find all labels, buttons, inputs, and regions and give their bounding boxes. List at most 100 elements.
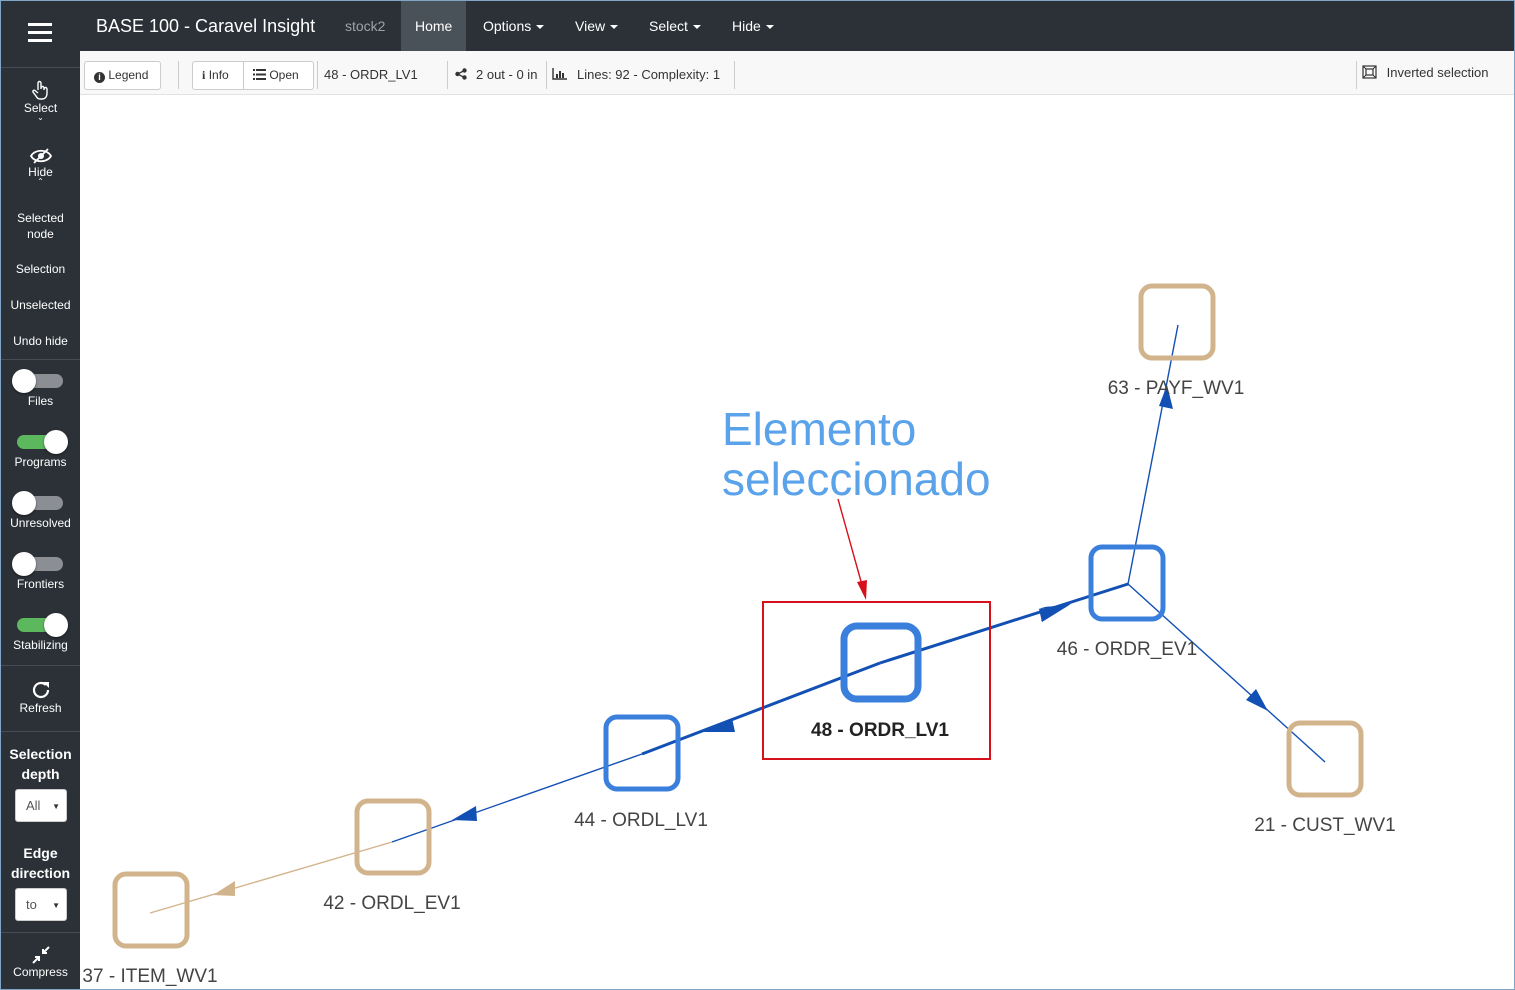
- chevron-down-icon: ⌄: [37, 113, 44, 122]
- stabilizing-toggle-label: Stabilizing: [13, 638, 68, 652]
- nav-options[interactable]: Options: [483, 1, 545, 51]
- annotation-arrow-line: [837, 498, 863, 586]
- caret-down-icon: [692, 25, 701, 30]
- toolbar: i Legend i Info Open 48 - ORDR_LV1 2 out…: [80, 51, 1514, 95]
- graph-canvas[interactable]: 48 - ORDR_LV1 44 - ORDL_LV1 46 - ORDR_EV…: [80, 95, 1514, 989]
- info-label: Info: [208, 68, 229, 82]
- edge-42-37: [149, 841, 393, 914]
- file-node-icon: [354, 798, 432, 876]
- edge-arrow-icon: [213, 881, 235, 896]
- edge-direction-label: Edge direction: [10, 845, 71, 881]
- program-node-icon: [603, 714, 681, 792]
- nav-home[interactable]: Home: [401, 1, 467, 51]
- node-63-payf-wv1[interactable]: 63 - PAYF_WV1: [1108, 283, 1245, 399]
- hand-pointer-icon: [31, 80, 48, 100]
- inverted-selection-icon: [1362, 65, 1377, 82]
- file-node-icon: [1286, 720, 1364, 798]
- sidebar-select-label: Select: [23, 101, 58, 115]
- hide-selection-label: Selection: [15, 262, 66, 276]
- hide-selected-node-label: Selected node: [17, 211, 64, 241]
- edge-46-21: [1127, 583, 1326, 763]
- program-node-icon: [840, 622, 922, 703]
- hamburger-menu-button[interactable]: [28, 23, 52, 43]
- sidebar: Select ⌄ Hide ⌃ Selected node Selection …: [1, 1, 80, 989]
- nav-view-label: View: [575, 18, 606, 34]
- nav-select[interactable]: Select: [649, 1, 701, 51]
- hide-unselected-button[interactable]: Unselected: [1, 298, 80, 312]
- inverted-selection-button[interactable]: Inverted selection: [1362, 65, 1489, 82]
- programs-toggle[interactable]: [17, 430, 68, 454]
- unresolved-toggle-label: Unresolved: [10, 516, 71, 530]
- toggle-knob: [12, 491, 36, 515]
- nav-select-label: Select: [649, 18, 688, 34]
- undo-hide-button[interactable]: Undo hide: [1, 334, 80, 348]
- edge-arrow-icon: [1159, 385, 1173, 409]
- nav-hide[interactable]: Hide: [732, 1, 774, 51]
- node-label: 44 - ORDL_LV1: [574, 810, 708, 831]
- selection-depth-label: Selection depth: [9, 746, 72, 782]
- info-icon: i: [202, 68, 206, 82]
- legend-label: Legend: [108, 68, 149, 82]
- node-48-ordr-lv1[interactable]: 48 - ORDR_LV1: [811, 622, 949, 741]
- app-title: BASE 100 - Caravel Insight: [96, 16, 316, 36]
- sidebar-select-button[interactable]: Select ⌄: [1, 79, 80, 122]
- edge-count: 2 out - 0 in: [476, 67, 538, 82]
- refresh-button[interactable]: Refresh: [1, 679, 80, 715]
- highlight-box: [762, 601, 991, 760]
- edge-arrow-icon: [700, 718, 735, 732]
- file-node-icon: [112, 871, 190, 949]
- toggle-knob: [44, 430, 68, 454]
- edge-arrow-icon: [452, 806, 477, 821]
- info-circle-icon: i: [94, 72, 105, 83]
- program-node-icon: [1088, 544, 1166, 622]
- top-navbar: BASE 100 - Caravel Insight stock2 Home O…: [80, 1, 1514, 51]
- select-caret-icon: ▼: [52, 901, 60, 910]
- node-label: 48 - ORDR_LV1: [811, 720, 949, 741]
- edge-arrow-icon: [1246, 689, 1268, 711]
- toggle-knob: [12, 369, 36, 393]
- compress-button[interactable]: Compress: [1, 945, 80, 979]
- frontiers-toggle[interactable]: [12, 552, 63, 576]
- frontiers-toggle-label: Frontiers: [16, 577, 65, 591]
- node-21-cust-wv1[interactable]: 21 - CUST_WV1: [1254, 720, 1396, 836]
- programs-toggle-label: Programs: [14, 455, 67, 469]
- edge-direction-select[interactable]: to ▼: [15, 888, 67, 921]
- toggle-knob: [12, 552, 36, 576]
- stabilizing-toggle[interactable]: [17, 613, 68, 637]
- inverted-selection-label: Inverted selection: [1386, 65, 1489, 80]
- project-link[interactable]: stock2: [345, 18, 386, 34]
- nav-view[interactable]: View: [575, 1, 619, 51]
- selection-depth-select[interactable]: All ▼: [15, 789, 67, 822]
- annotation-arrowhead-icon: [857, 580, 867, 600]
- open-button[interactable]: Open: [243, 61, 314, 90]
- node-label: 46 - ORDR_EV1: [1057, 639, 1197, 660]
- hide-selection-button[interactable]: Selection: [1, 262, 80, 276]
- node-42-ordl-ev1[interactable]: 42 - ORDL_EV1: [323, 798, 461, 914]
- file-node-icon: [1138, 283, 1216, 361]
- caret-down-icon: [765, 25, 774, 30]
- hide-selected-node-button[interactable]: Selected node: [1, 210, 80, 242]
- sidebar-hide-label: Hide: [28, 165, 53, 179]
- selection-depth-value: All: [26, 798, 41, 813]
- node-37-item-wv1[interactable]: 37 - ITEM_WV1: [82, 871, 218, 987]
- node-metrics: Lines: 92 - Complexity: 1: [577, 67, 721, 82]
- node-46-ordr-ev1[interactable]: 46 - ORDR_EV1: [1057, 544, 1197, 660]
- compress-icon: [31, 946, 50, 964]
- nav-hide-label: Hide: [732, 18, 761, 34]
- annotation-text-line1: Elemento: [722, 403, 916, 455]
- chevron-up-icon: ⌃: [37, 177, 44, 186]
- node-44-ordl-lv1[interactable]: 44 - ORDL_LV1: [574, 714, 708, 831]
- info-button[interactable]: i Info: [192, 61, 244, 90]
- caret-down-icon: [536, 25, 545, 30]
- unresolved-toggle[interactable]: [12, 491, 63, 515]
- caret-down-icon: [610, 25, 619, 30]
- open-label: Open: [269, 68, 299, 82]
- edge-arrow-icon: [1039, 604, 1071, 622]
- nav-options-label: Options: [483, 18, 532, 34]
- legend-button[interactable]: i Legend: [84, 61, 161, 90]
- edge-48-44: [641, 661, 881, 756]
- refresh-icon: [32, 681, 49, 699]
- files-toggle[interactable]: [12, 369, 63, 393]
- edge-direction-value: to: [26, 897, 37, 912]
- sidebar-hide-button[interactable]: Hide ⌃: [1, 147, 80, 186]
